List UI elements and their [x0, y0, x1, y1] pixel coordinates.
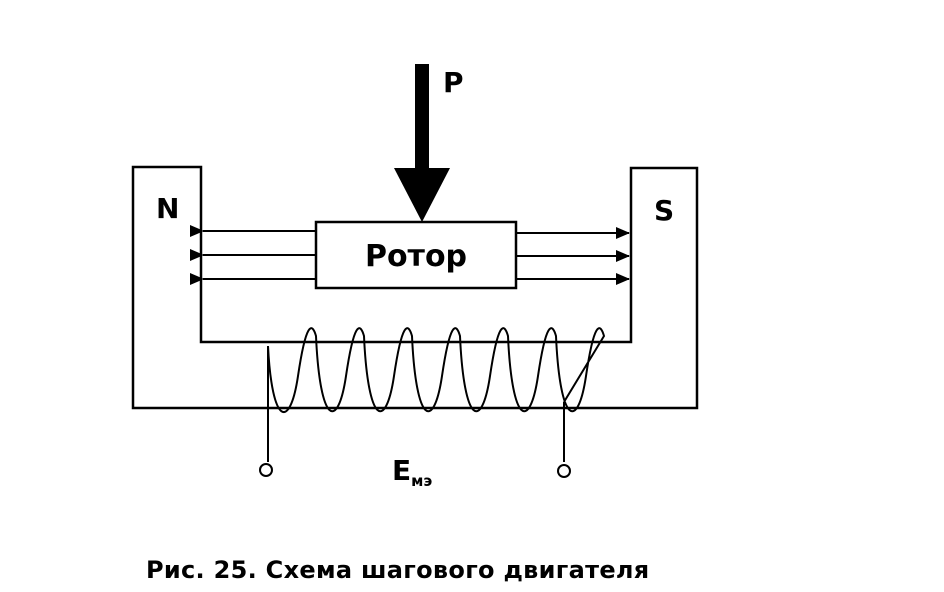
north-pole-label: N: [156, 192, 179, 225]
emf-label: Eмэ: [392, 454, 432, 490]
rotor-label: Ротор: [365, 239, 467, 274]
terminal-right: [557, 464, 571, 478]
force-label: P: [443, 66, 464, 99]
figure-caption: Рис. 25. Схема шагового двигателя: [146, 556, 650, 584]
emf-subscript: мэ: [411, 472, 432, 490]
terminal-left: [259, 463, 273, 477]
field-lines-right: [516, 227, 630, 285]
force-arrow: [394, 64, 450, 222]
field-lines-left: [190, 225, 316, 285]
south-pole-label: S: [654, 194, 674, 227]
coil-winding: [267, 327, 606, 462]
